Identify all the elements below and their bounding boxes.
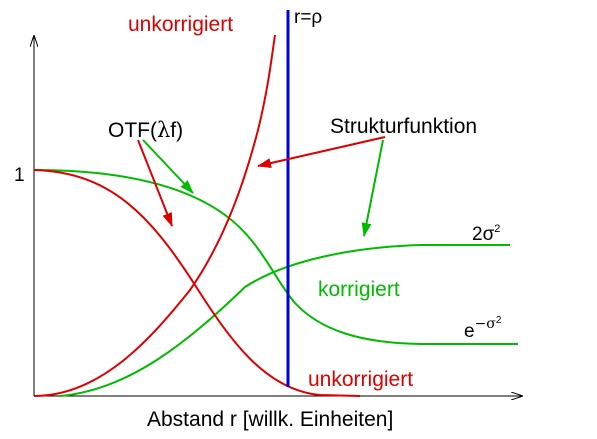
- strukturfunktion-to-green-curve-arrow: [361, 139, 384, 237]
- red-otf-uncorrected-curve: [33, 169, 361, 397]
- strukturfunktion-to-red-curve-arrow: [257, 136, 386, 168]
- green-otf-corrected-curve: [33, 169, 518, 345]
- e-minus-sigma-squared-label: e−σ2: [464, 315, 502, 342]
- two-sigma-squared-label: 2σ2: [472, 223, 500, 245]
- red-structure-uncorrected-curve: [33, 34, 276, 397]
- lambda-symbol: λ: [157, 118, 170, 142]
- otf-to-green-curve-arrow: [142, 139, 194, 194]
- green-structure-corrected-curve: [59, 244, 510, 397]
- strukturfunktion-label: Strukturfunktion: [330, 115, 477, 138]
- otf-label: OTF(λf): [108, 118, 183, 142]
- korrigiert-label: korrigiert: [318, 278, 400, 301]
- otf-to-red-curve-arrow: [137, 139, 173, 227]
- r-rho-label: r=ρ: [294, 7, 322, 28]
- unkorrigiert-bottom-label: unkorrigiert: [308, 368, 413, 391]
- y-tick-label: 1: [14, 165, 25, 186]
- x-axis-title: Abstand r [willk. Einheiten]: [147, 408, 393, 431]
- unkorrigiert-top-label: unkorrigiert: [128, 13, 233, 36]
